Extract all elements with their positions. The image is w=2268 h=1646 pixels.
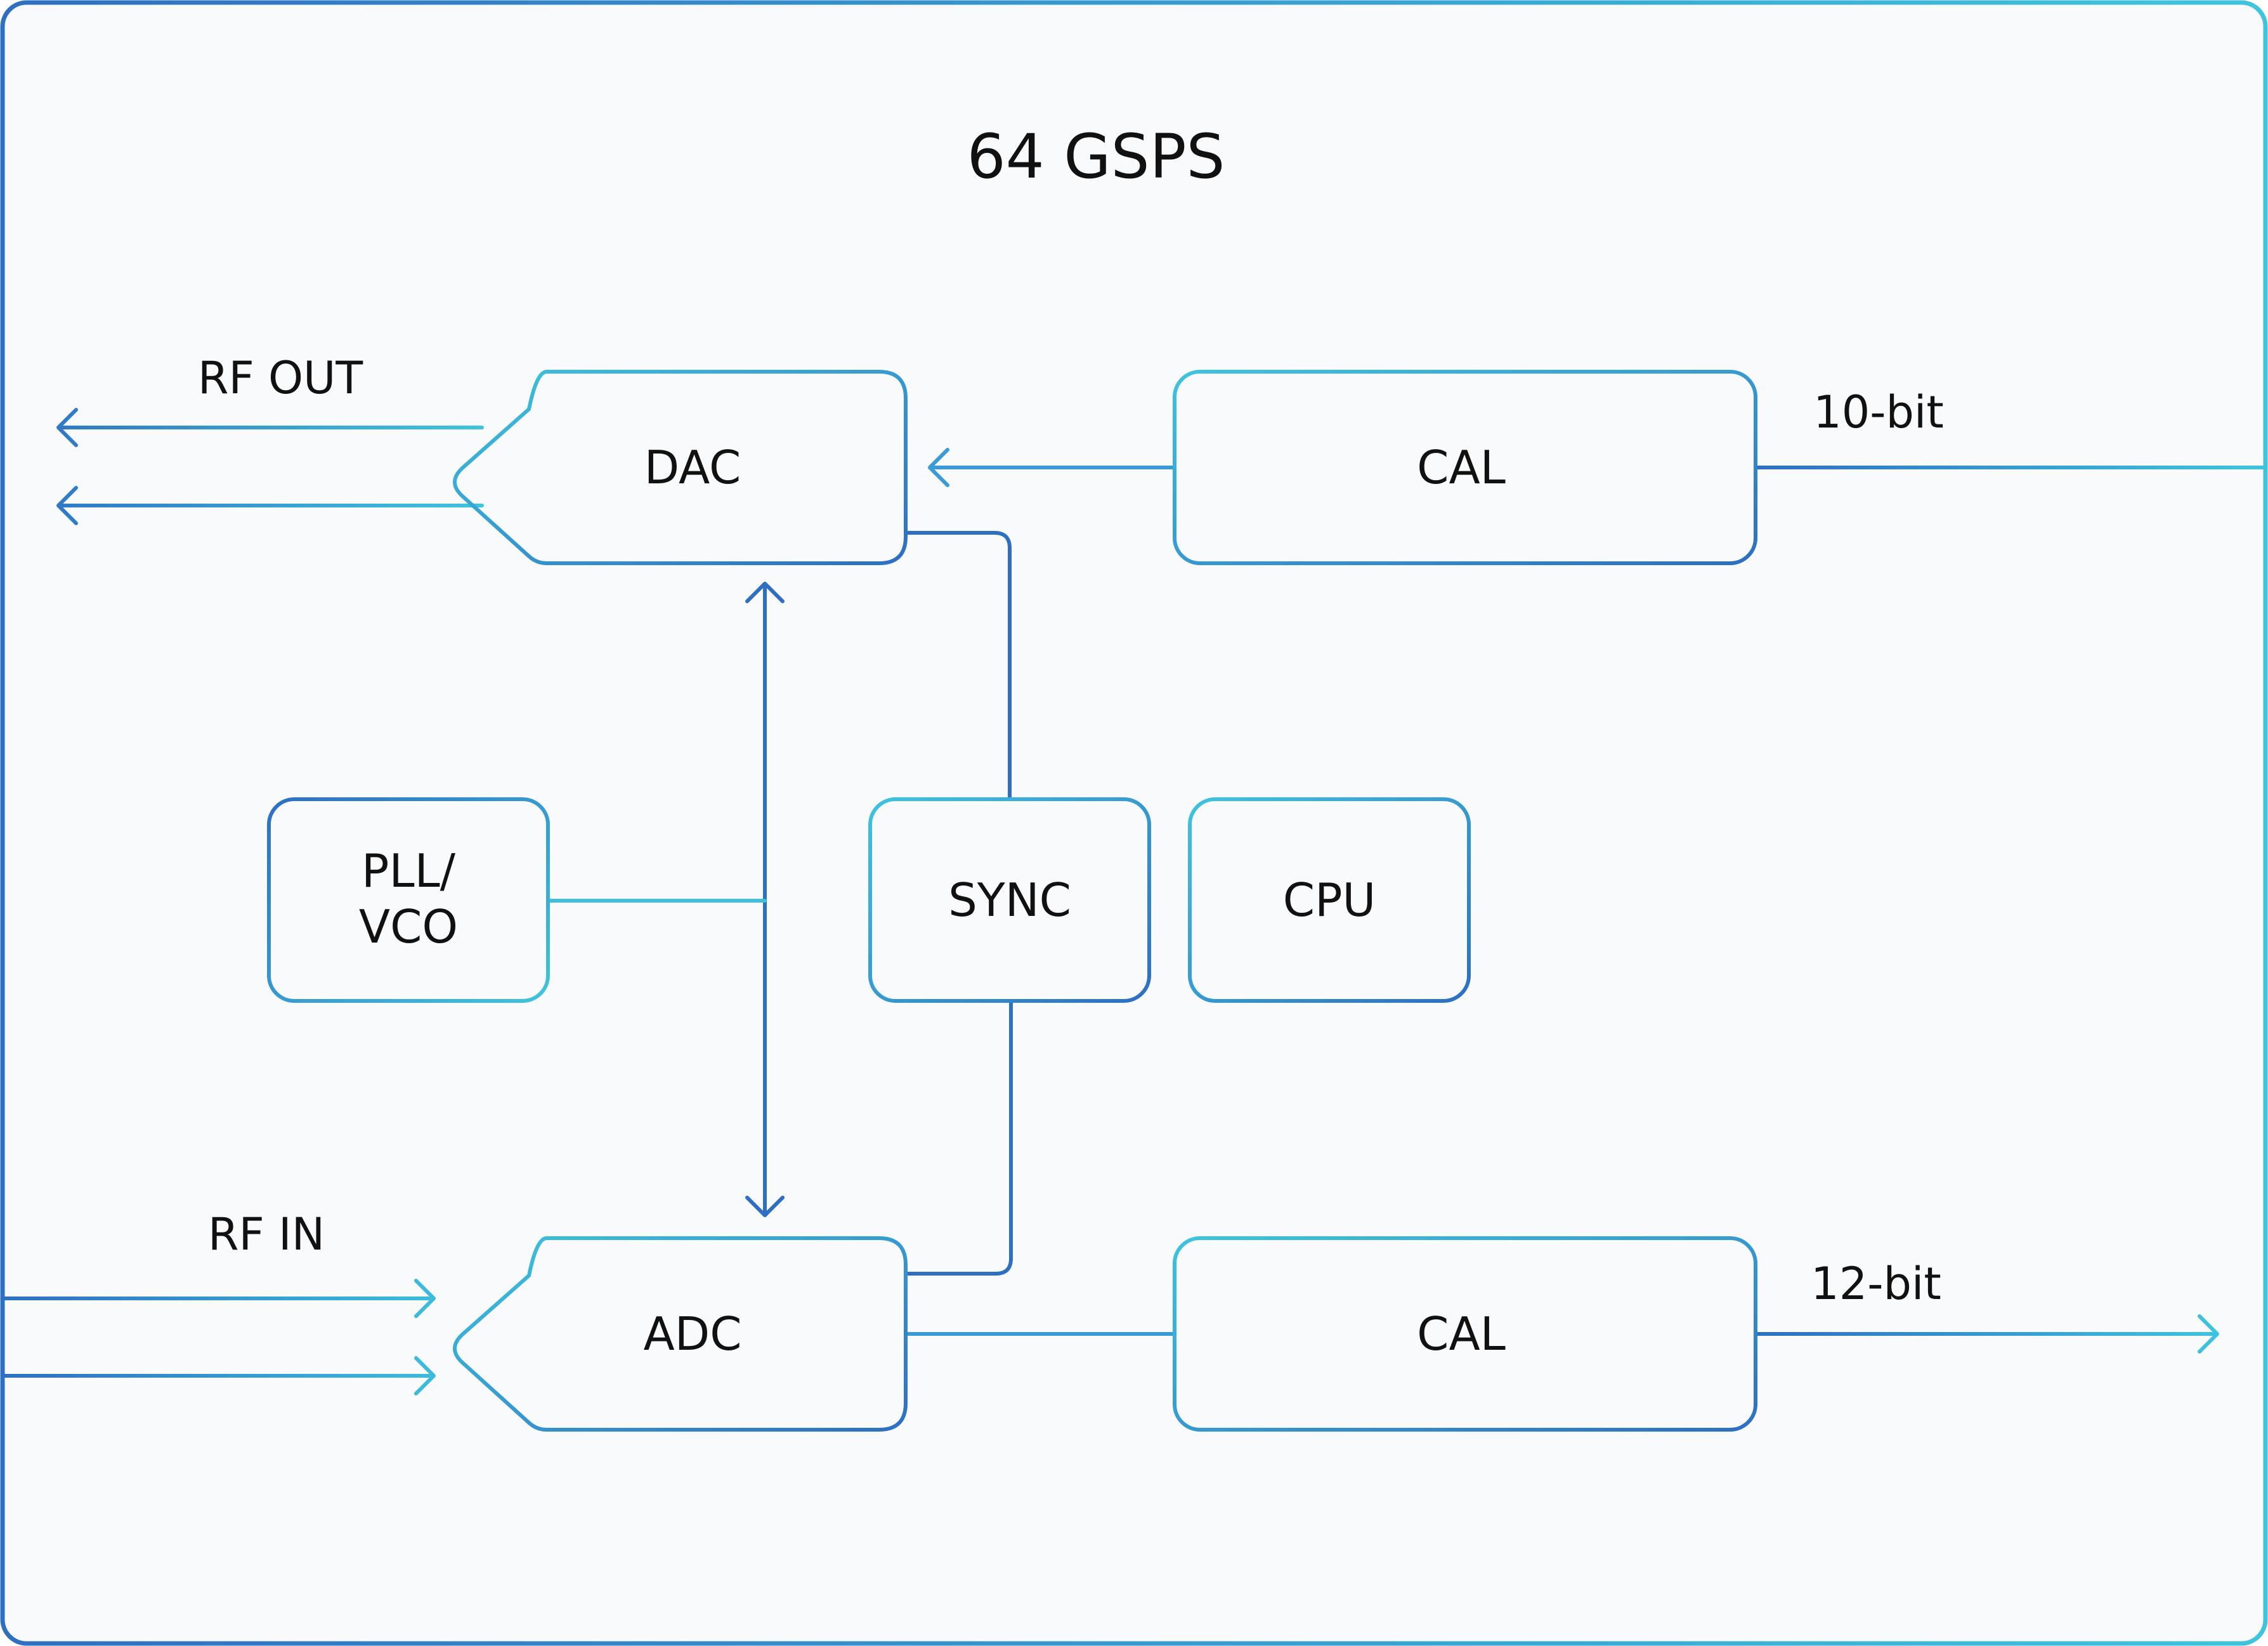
cal-bottom-label: CAL — [1417, 1307, 1506, 1361]
pll-vco-block — [267, 797, 550, 1003]
rf-out-connector — [56, 408, 484, 525]
cpu-block — [1188, 797, 1471, 1003]
cal-top-label: CAL — [1417, 441, 1506, 494]
bits-bottom-output-arrow — [1755, 1314, 2219, 1354]
bits-top-label: 10-bit — [1813, 386, 1944, 438]
dac-to-sync-connector — [904, 531, 1012, 801]
sync-block — [868, 797, 1151, 1003]
dac-block — [453, 370, 908, 565]
pll-label-line2: VCO — [359, 900, 458, 953]
rf-in-label: RF IN — [208, 1208, 325, 1260]
sync-to-adc-connector — [904, 999, 1013, 1276]
bits-bottom-label: 12-bit — [1811, 1258, 1941, 1310]
cal-top-block — [1173, 370, 1757, 565]
pll-label-line1: PLL/ — [362, 844, 456, 898]
cal-to-dac-arrow — [928, 448, 1175, 487]
cal-bottom-block — [1173, 1236, 1757, 1432]
adc-label: ADC — [644, 1307, 742, 1361]
dac-label: DAC — [644, 441, 741, 494]
sync-label: SYNC — [948, 873, 1071, 927]
diagram-title: 64 GSPS — [967, 121, 1225, 192]
rf-in-connector — [1, 1279, 436, 1395]
adc-block — [453, 1236, 908, 1432]
rf-out-label: RF OUT — [198, 352, 363, 404]
cpu-label: CPU — [1283, 873, 1376, 927]
